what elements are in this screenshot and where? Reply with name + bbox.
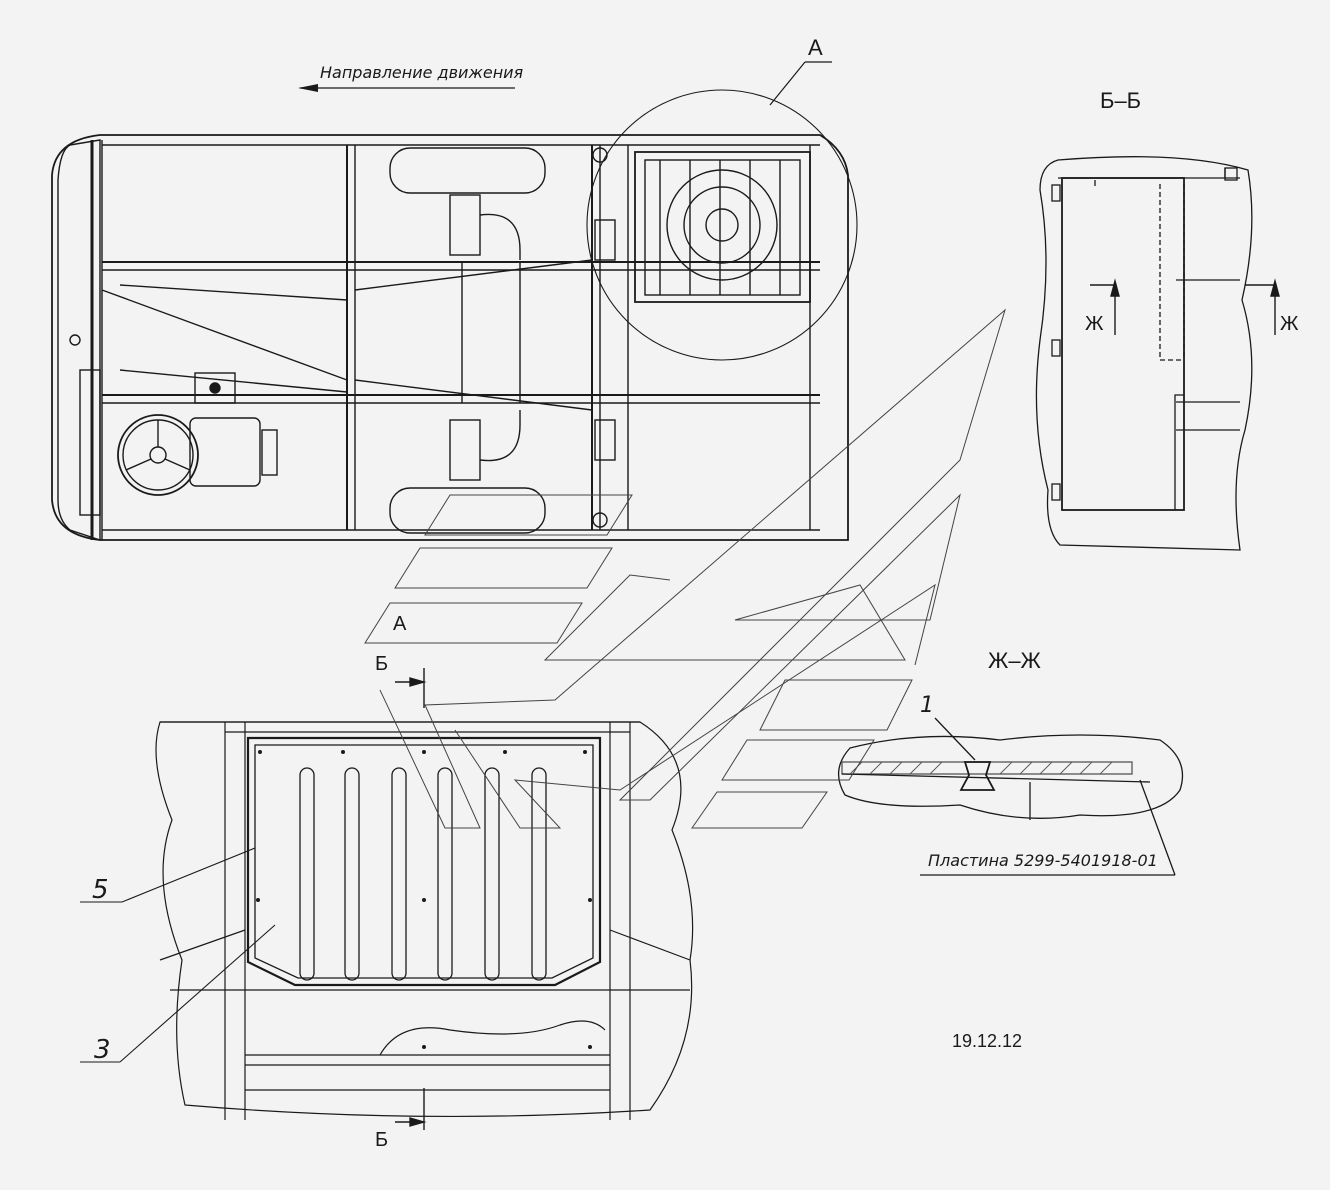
view-a-label-top: А (808, 35, 823, 60)
ghost-traces (364, 308, 1006, 829)
cut-b-top-label: Б (375, 653, 388, 675)
callout-3: 3 (94, 1035, 111, 1065)
cut-b-marks (395, 668, 427, 1130)
chassis-top-view (51, 89, 858, 541)
leader-a-top (769, 61, 832, 106)
section-bb-view (1035, 156, 1253, 551)
view-a-label-bottom: А (393, 613, 407, 635)
direction-arrow: Направление движения (298, 63, 524, 92)
view-a-frame (155, 721, 694, 1120)
drawing-date: 19.12.12 (952, 1031, 1022, 1051)
hatch-panel (246, 736, 602, 987)
section-zz-hatch (849, 761, 1113, 775)
callout-5: 5 (92, 875, 109, 905)
callout-leaders (80, 847, 276, 1063)
panel-fasteners (256, 750, 592, 1049)
cut-z-left-label: Ж (1085, 313, 1104, 335)
section-zz-view (838, 717, 1184, 876)
plate-label: Пластина 5299-5401918-01 (928, 851, 1158, 870)
callout-1: 1 (920, 693, 934, 718)
section-bb-title: Б–Б (1100, 88, 1141, 113)
cut-z-marks (1090, 278, 1280, 335)
direction-label: Направление движения (320, 63, 524, 82)
cut-z-right-label: Ж (1280, 313, 1299, 335)
cut-b-bottom-label: Б (375, 1129, 388, 1151)
section-zz-title: Ж–Ж (988, 648, 1042, 673)
